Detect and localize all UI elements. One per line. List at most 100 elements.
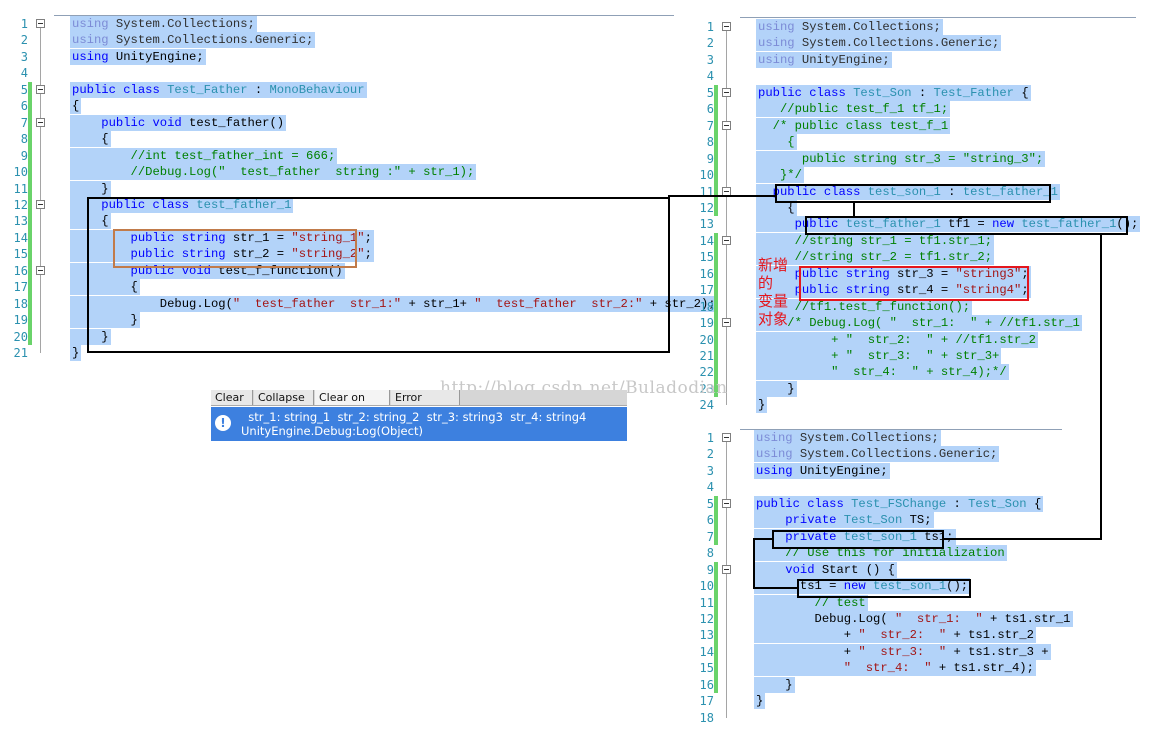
code-line: 12 Debug.Log( " str_1: " + ts1.str_1 [686,610,1156,627]
collapse-toggle-icon[interactable] [722,235,731,245]
code-text[interactable]: + " str_3: " + str_3+ [756,348,1002,364]
code-text[interactable]: public string str_3 = "string_3"; [756,150,1046,167]
code-text[interactable]: public void test_father() [70,114,287,131]
collapse-toggle-icon[interactable] [722,22,731,31]
collapse-toggle-icon[interactable] [722,318,731,328]
code-token: UnityEngine; [108,49,204,64]
code-token: "string4" [955,283,1022,298]
collapse-toggle-icon[interactable] [36,199,45,209]
code-token [756,513,785,527]
code-text[interactable]: Debug.Log( " str_1: " + ts1.str_1 [754,610,1073,627]
code-token: + " str_2: " + //tf1.str_2 [831,332,1036,347]
code-token: { [1026,496,1042,511]
collapse-toggle-icon[interactable] [722,498,731,508]
collapse-toggle-icon[interactable] [36,19,45,28]
code-text[interactable]: { [70,131,111,148]
code-text[interactable]: public class test_father_1 [70,196,294,213]
code-text[interactable]: void Start () { [754,561,897,578]
code-text[interactable]: { [70,213,111,230]
code-text[interactable]: //string str_2 = tf1.str_2; [756,249,995,266]
code-text[interactable]: //string str_1 = tf1.str_1; [756,232,995,249]
code-text[interactable]: " str_4: " + ts1.str_4); [754,660,1036,677]
line-number: 11 [699,595,714,610]
code-token: " test_father str_2:" [474,296,643,311]
collapse-toggle-icon[interactable] [36,265,45,275]
code-text[interactable]: /* Debug.Log( " str_1: " + //tf1.str_1 [756,315,1082,332]
code-text[interactable]: using System.Collections; [756,19,943,35]
code-token: + " str_3: " + str_3+ [831,349,1000,363]
code-text[interactable]: public class Test_FSChange : Test_Son { [754,495,1044,512]
highlight-box-ts1-field [772,530,944,549]
collapse-toggle-icon[interactable] [36,117,45,127]
code-line: 17 public string str_4 = "string4"; [686,282,1156,299]
code-text[interactable]: public class Test_Son : Test_Father { [756,84,1031,101]
code-text[interactable]: using System.Collections.Generic; [756,35,1002,52]
code-token [758,217,795,231]
code-text[interactable]: }*/ [756,167,804,184]
editor-top-border [740,17,1136,18]
code-text[interactable]: //public test_f_1 tf_1; [756,101,951,118]
code-text[interactable]: " str_4: " + str_4);*/ [756,364,1009,381]
code-text[interactable]: // Use this for initialization [754,545,1007,562]
code-text[interactable]: } [754,693,766,710]
code-text[interactable]: ts1 = new test_son_1(); [754,578,971,595]
code-text[interactable]: using UnityEngine; [756,51,892,68]
clear-button[interactable]: Clear [211,390,253,405]
code-text[interactable]: + " str_2: " + //tf1.str_2 [756,331,1038,348]
code-text[interactable]: } [70,328,111,345]
code-text[interactable]: using System.Collections.Generic; [754,446,1000,463]
code-text[interactable]: //int test_father_int = 666; [70,147,338,164]
code-line: 11 // test [686,594,1156,611]
code-text[interactable]: + " str_2: " + ts1.str_2 [754,627,1036,644]
code-token: void [785,562,815,577]
code-text[interactable]: } [70,180,111,197]
console-log-entry[interactable]: ! str_1: string_1 str_2: string_2 str_3:… [211,407,627,441]
code-text[interactable]: /* public class test_f_1 [756,117,951,134]
code-token: public class [756,496,852,511]
code-text[interactable]: private test_son_1 ts1; [754,528,956,545]
outline-guide [726,27,727,406]
code-text[interactable]: { [756,199,797,216]
code-text[interactable]: } [756,397,768,414]
code-token: System.Collections; [108,17,255,31]
code-text[interactable]: { [70,98,82,115]
code-text[interactable]: public class Test_Father : MonoBehaviour [70,81,367,98]
code-text[interactable]: using System.Collections.Generic; [70,32,316,49]
collapse-toggle-icon[interactable] [722,433,731,442]
error-pause-toggle[interactable]: Error Pause [391,390,460,405]
code-text[interactable]: using UnityEngine; [70,48,206,65]
code-text[interactable]: } [756,380,797,397]
code-text[interactable]: Debug.Log(" test_father str_1:" + str_1+… [70,295,718,312]
code-text[interactable]: } [70,345,82,361]
code-text[interactable]: + " str_3: " + ts1.str_3 + [754,643,1051,660]
code-line: 15 //string str_2 = tf1.str_2; [686,249,1156,266]
code-text[interactable]: // test [754,594,868,611]
code-token: : [247,82,270,97]
code-text[interactable]: public string str_2 = "string_2"; [70,246,374,263]
code-text[interactable]: public class test_son_1 : test_father_1 [756,183,1060,200]
code-line: 4 [686,479,1156,495]
code-text[interactable]: //Debug.Log(" test_father string :" + st… [70,164,477,181]
collapse-toggle-icon[interactable] [36,84,45,94]
code-text[interactable]: } [754,676,795,693]
code-line: 10 ts1 = new test_son_1(); [686,578,1156,595]
collapse-toggle-icon[interactable] [722,120,731,130]
code-text[interactable]: using System.Collections; [754,430,941,446]
code-text[interactable]: public string str_3 = "string3"; [756,265,1031,282]
code-text[interactable]: using UnityEngine; [754,462,890,479]
collapse-toggle[interactable]: Collapse [254,390,314,405]
line-number: 11 [699,184,714,199]
collapse-toggle-icon[interactable] [722,87,731,97]
clear-on-play-toggle[interactable]: Clear on Play [315,390,390,405]
code-text[interactable]: //tf1.test_f_function(); [756,298,973,315]
code-text[interactable]: public string str_4 = "string4"; [756,282,1031,299]
collapse-toggle-icon[interactable] [722,564,731,574]
code-token: Test_Father [933,85,1014,100]
code-text[interactable]: public string str_1 = "string_1"; [70,229,374,246]
code-text[interactable]: { [756,134,797,151]
code-text[interactable]: private Test_Son TS; [754,512,934,529]
code-text[interactable]: using System.Collections; [70,16,257,32]
code-token: + ts1.str_4); [931,661,1034,676]
